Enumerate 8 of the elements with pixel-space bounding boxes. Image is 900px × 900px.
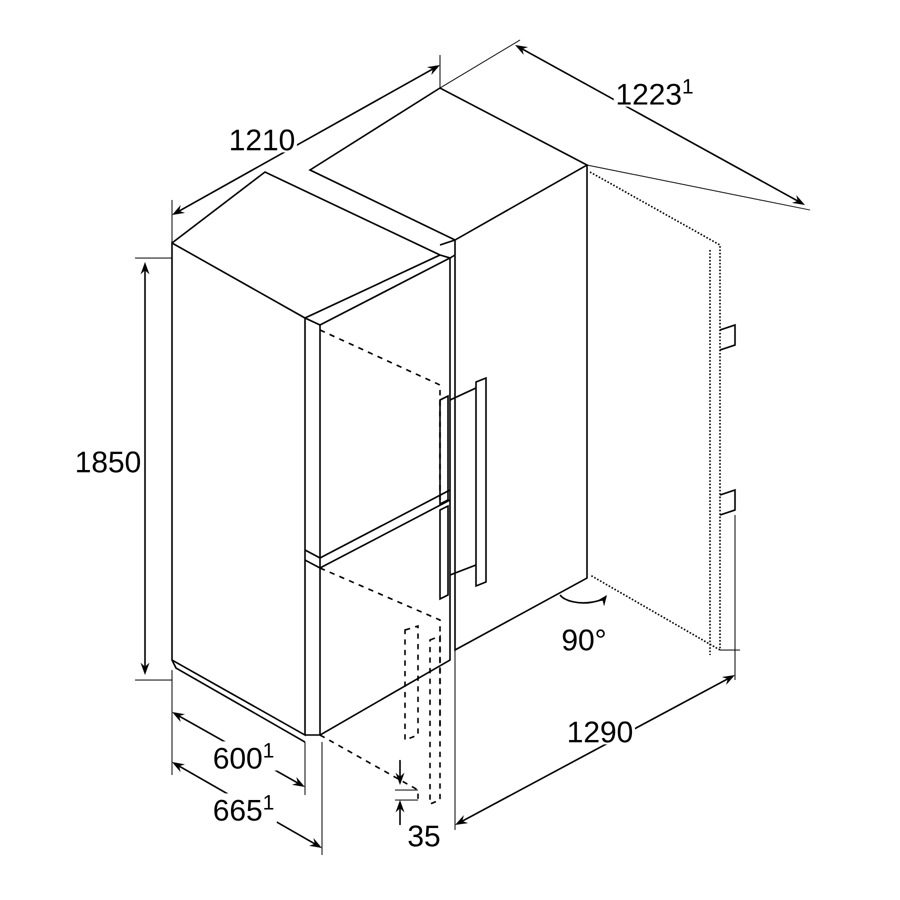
dimension-label: 1850 bbox=[73, 450, 143, 474]
dimension-label: 600$^{1}$ bbox=[211, 741, 277, 771]
dimension-label: 90° bbox=[560, 628, 608, 652]
dimension-label: 1223$^{1}$ bbox=[614, 77, 696, 107]
dimension-label: 1210 bbox=[227, 128, 297, 152]
dimension-label: 1290 bbox=[565, 720, 635, 744]
dimension-label: 665$^{1}$ bbox=[211, 793, 277, 823]
dimension-label: 35 bbox=[406, 824, 442, 848]
